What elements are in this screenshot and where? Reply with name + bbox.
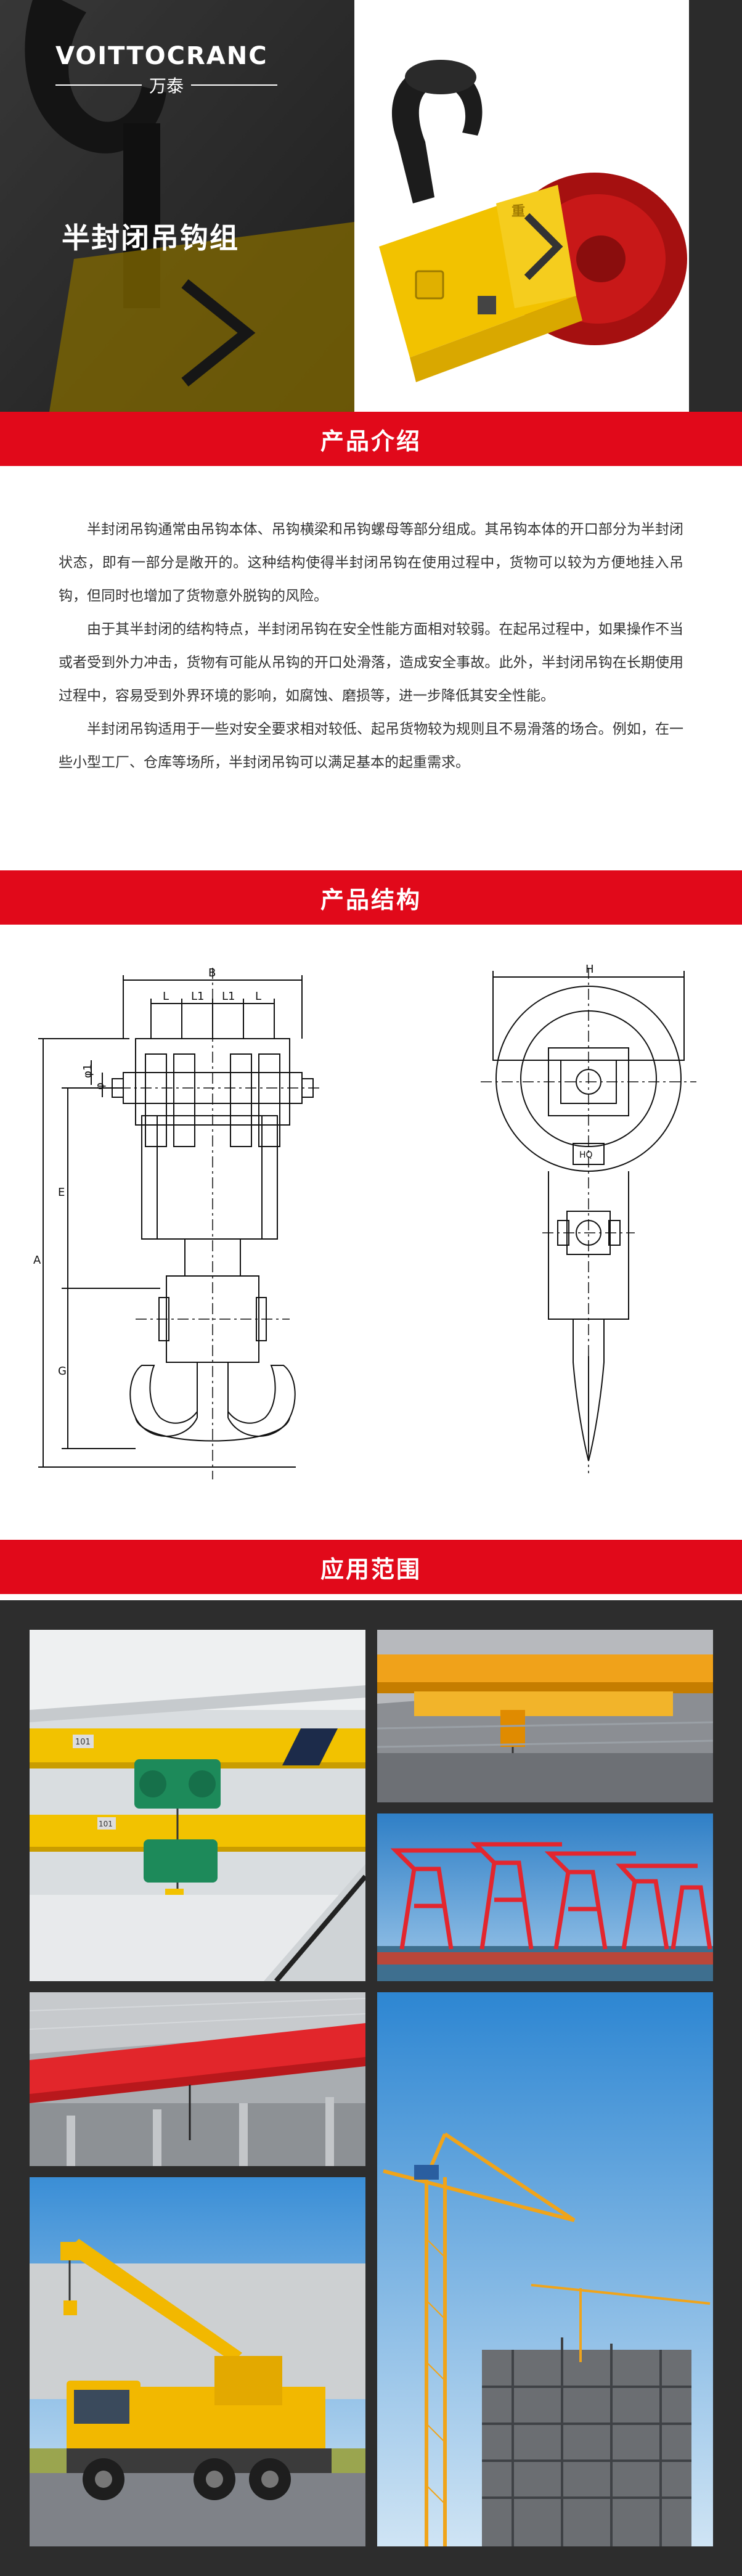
- intro-paragraph: 半封闭吊钩适用于一些对安全要求相对较低、起吊货物较为规则且不易滑落的场合。例如，…: [59, 721, 683, 771]
- svg-text:重: 重: [512, 204, 525, 219]
- dim-label-L1: L1: [191, 990, 204, 1003]
- beam-badge-2: 101: [99, 1820, 113, 1828]
- logo-chinese: 万泰: [149, 76, 184, 96]
- structure-section-header: 产品结构: [0, 870, 742, 925]
- technical-drawing: B L L1 L1 L φ1 φ A E G: [33, 963, 696, 1479]
- beam-badge: 101: [75, 1738, 91, 1747]
- brand-logo: VOITTOCRANC 万泰: [55, 42, 278, 97]
- photo-port-cranes: [377, 1813, 713, 1981]
- hero-title: 半封闭吊钩组: [62, 221, 239, 255]
- dim-label-Lb: L: [255, 990, 261, 1003]
- logo-line-left: [55, 84, 142, 86]
- hero-hook-photo: [0, 0, 354, 412]
- photo-workshop-hoist: 101 101: [30, 1630, 365, 1981]
- intro-paragraph: 由于其半封闭的结构特点，半封闭吊钩在安全性能方面相对较弱。在起吊过程中，如果操作…: [59, 621, 683, 704]
- dim-label-G: G: [58, 1365, 67, 1378]
- hero-product-image: 重: [354, 0, 689, 412]
- intro-paragraph: 半封闭吊钩通常由吊钩本体、吊钩横梁和吊钩螺母等部分组成。其吊钩本体的开口部分为半…: [59, 521, 683, 604]
- photo-red-crane-plant: [30, 1992, 365, 2166]
- dim-label-phi: φ: [94, 1082, 107, 1090]
- dim-label-L1b: L1: [222, 990, 235, 1003]
- structure-section-title: 产品结构: [320, 886, 422, 914]
- intro-section-header: 产品介绍: [0, 412, 742, 466]
- dim-label-E: E: [58, 1186, 65, 1199]
- application-section-header: 应用范围: [0, 1540, 742, 1594]
- logo-subtitle: 万泰: [55, 73, 278, 97]
- dim-label-B: B: [208, 967, 216, 979]
- hero-background-image: VOITTOCRANC 万泰 半封闭吊钩组: [0, 0, 354, 412]
- dim-label-phi1: φ1: [81, 1064, 94, 1078]
- intro-text-block: 半封闭吊钩通常由吊钩本体、吊钩横梁和吊钩螺母等部分组成。其吊钩本体的开口部分为半…: [0, 472, 742, 867]
- photo-overhead-crane: [377, 1630, 713, 1802]
- application-gallery: 101 101: [0, 1600, 742, 2576]
- photo-tower-crane: [377, 1992, 713, 2546]
- dim-label-A: A: [33, 1254, 41, 1267]
- application-section-title: 应用范围: [320, 1555, 422, 1583]
- hero-banner: VOITTOCRANC 万泰 半封闭吊钩组: [0, 0, 742, 412]
- dim-label-L: L: [163, 990, 169, 1003]
- nameplate-label: HQ: [579, 1150, 593, 1160]
- logo-line-right: [191, 84, 278, 86]
- structure-diagram: B L L1 L1 L φ1 φ A E G: [0, 931, 742, 1510]
- dim-label-H: H: [585, 963, 594, 976]
- photo-truck-crane: [30, 2177, 365, 2546]
- logo-text: VOITTOCRANC: [55, 42, 268, 70]
- intro-section-title: 产品介绍: [320, 427, 422, 455]
- hero-right-bar: [689, 0, 742, 412]
